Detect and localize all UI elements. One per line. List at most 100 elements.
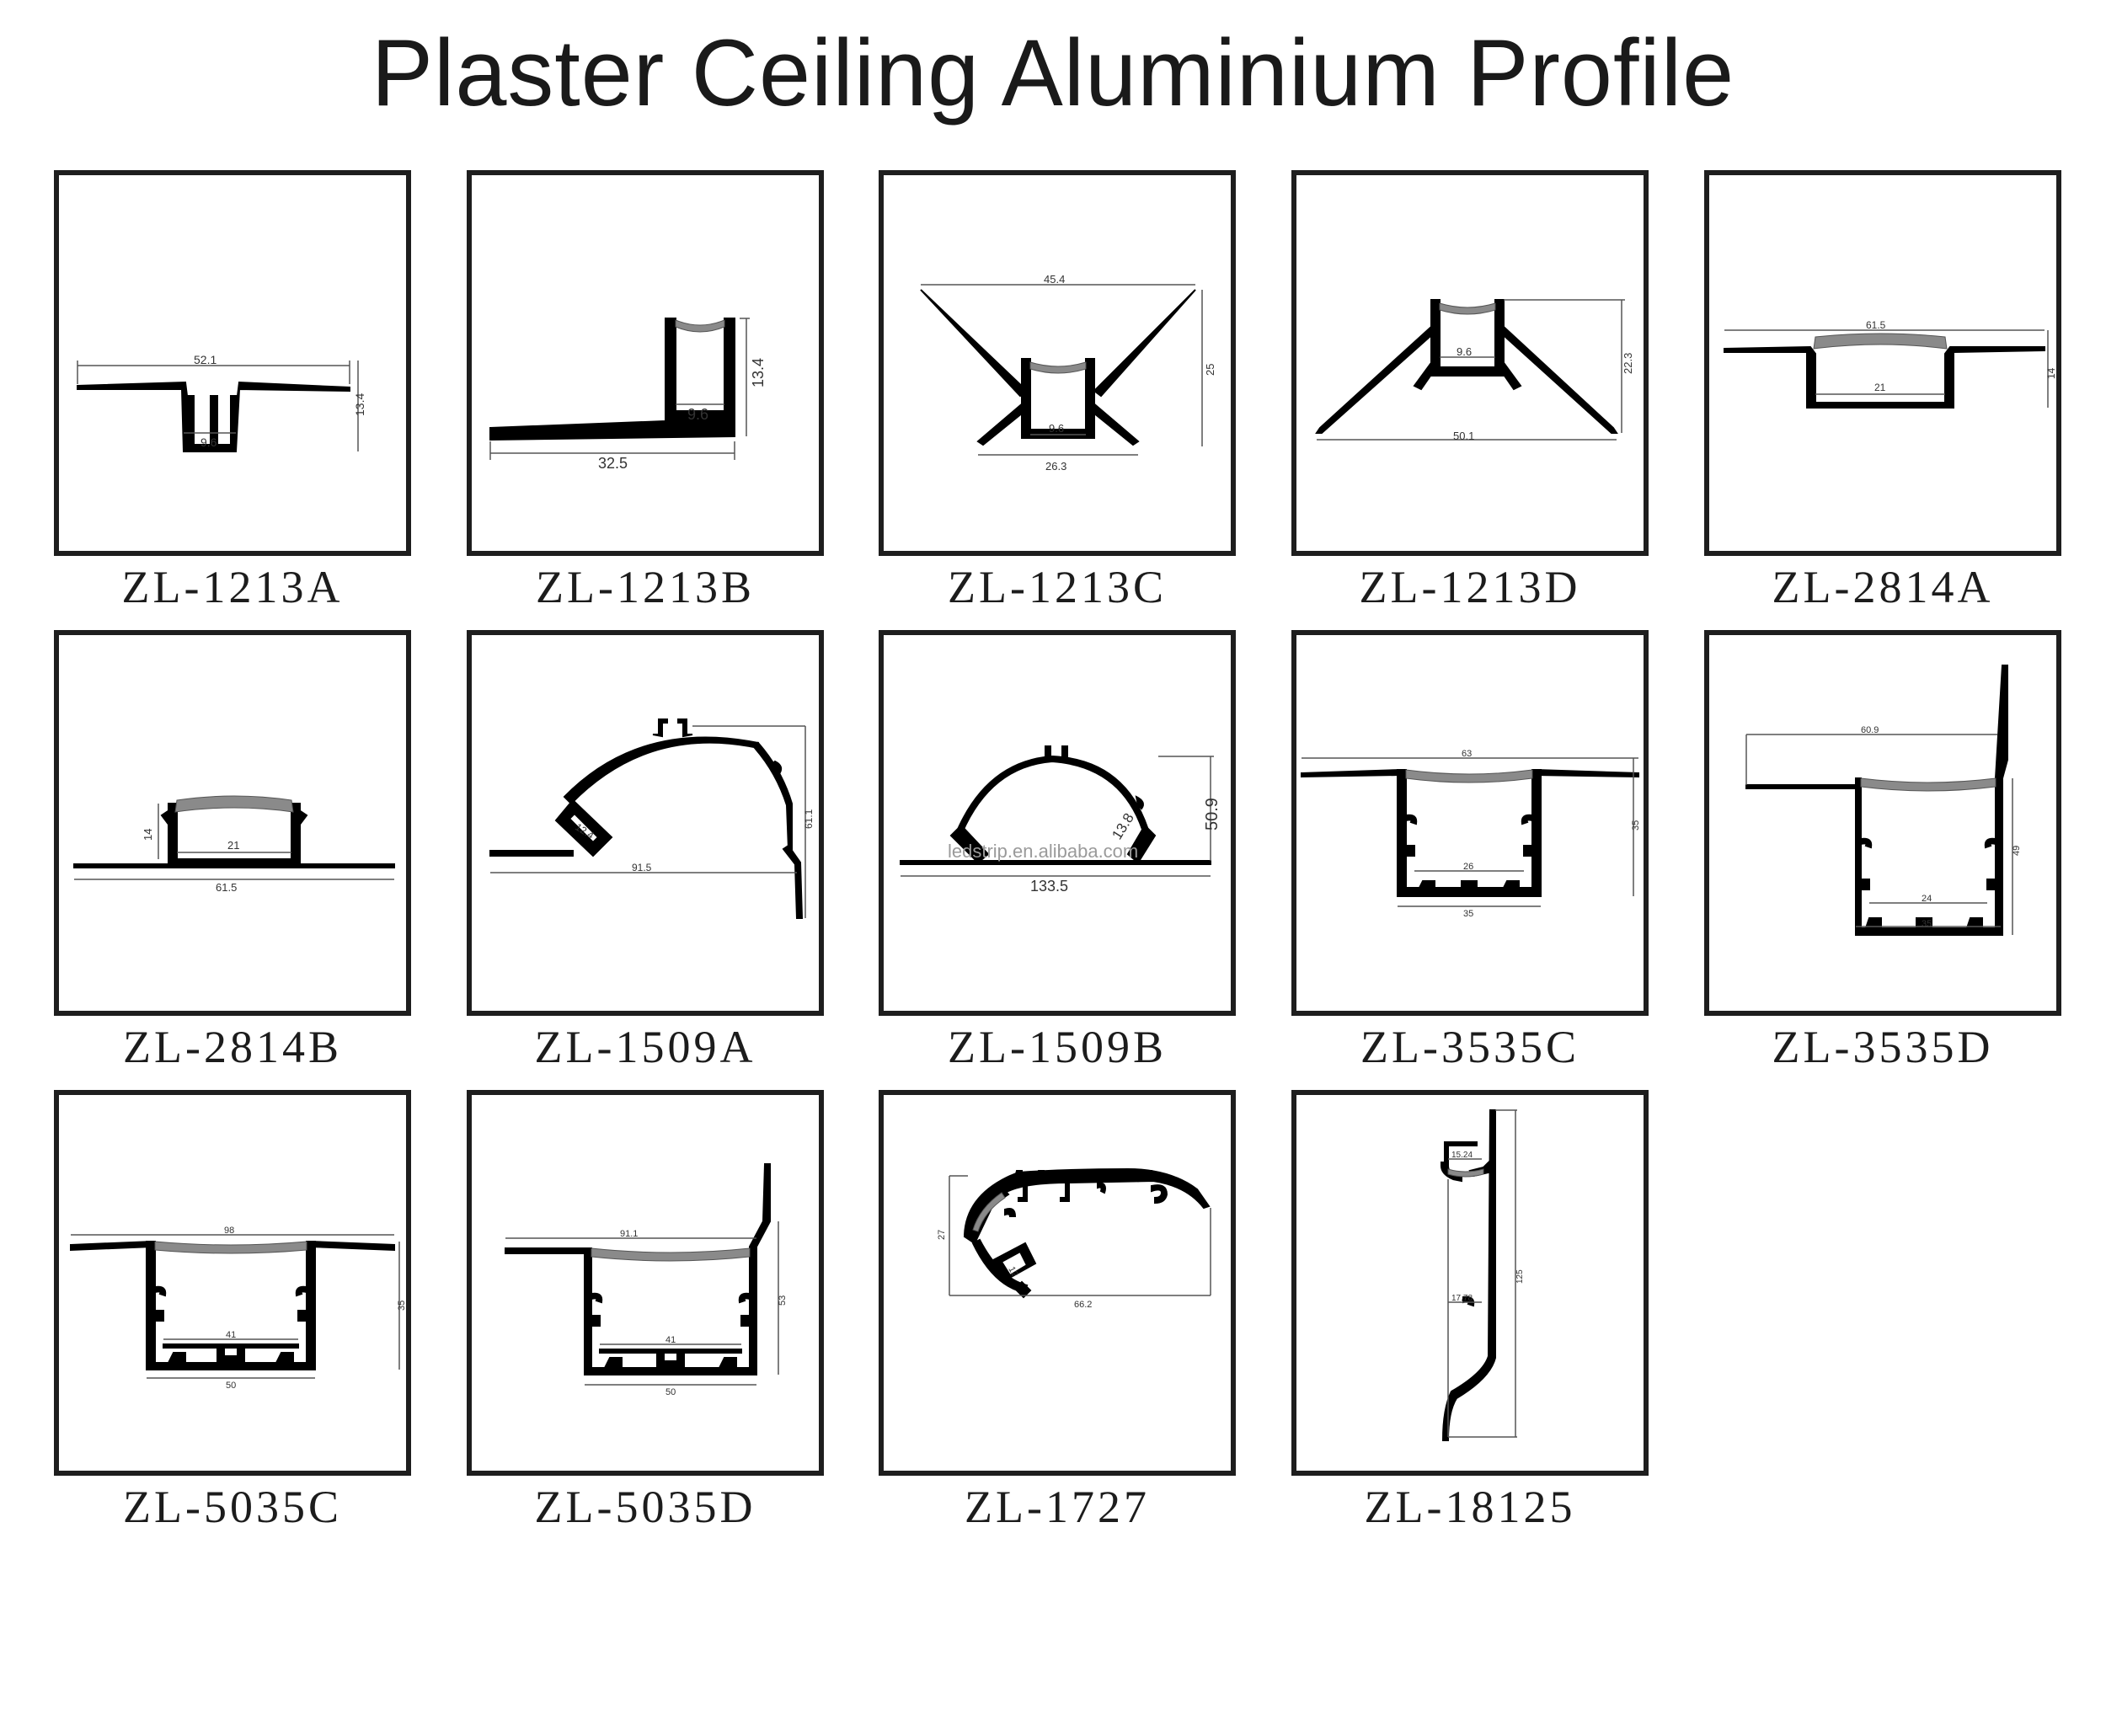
dim-label: 32.5 (598, 455, 628, 472)
dim-label: 12 (1006, 1265, 1019, 1279)
dim-label: 24 (1922, 894, 1932, 904)
profile-card: 22.3 9.6 50.1 ZL-1213D (1291, 170, 1649, 612)
dim-label: 35 (397, 1301, 406, 1311)
profile-model-label: ZL-3535D (1772, 1022, 1994, 1072)
profile-model-label: ZL-3535C (1360, 1022, 1580, 1072)
page-title: Plaster Ceiling Aluminium Profile (371, 20, 1735, 126)
profile-card: 14 21 61.5 ZL-2814B (54, 630, 411, 1072)
dim-label: 41 (226, 1330, 236, 1340)
profile-card: 15.24 125 17.78 ZL-18125 (1291, 1090, 1649, 1532)
dim-label: 53 (778, 1295, 788, 1306)
dim-label: 50.9 (1203, 798, 1221, 831)
profile-card: 91.1 53 41 50 ZL-5035D (467, 1090, 824, 1532)
profile-drawing-frame: 12.4 61.1 91.5 (467, 630, 824, 1016)
dim-label: 66.2 (1074, 1300, 1092, 1310)
profile-model-label: ZL-1727 (965, 1482, 1150, 1532)
profile-drawing: 15.24 125 17.78 (1441, 1109, 1525, 1441)
profile-drawing-frame: 22.3 9.6 50.1 (1291, 170, 1649, 556)
dim-label: 61.5 (216, 881, 237, 894)
dim-label: 35 (1631, 820, 1641, 831)
profile-drawing-frame: 27 12 66.2 (879, 1090, 1236, 1476)
profile-drawing-frame: 13.4 9.6 32.5 (467, 170, 824, 556)
dim-label: 61.5 (1866, 319, 1886, 331)
profile-drawing: 60.9 49 24 35 (1745, 665, 2022, 936)
dim-label: 9.6 (1049, 422, 1064, 435)
watermark: ledstrip.en.alibaba.com (948, 841, 1138, 862)
profile-card: 50.9 13.8 133.5 ledstrip.en.alibaba.com … (879, 630, 1236, 1072)
profile-card: 27 12 66.2 ZL-1727 (879, 1090, 1236, 1532)
dim-label: 22.3 (1622, 353, 1634, 374)
profile-drawing-frame: 60.9 49 24 35 (1704, 630, 2061, 1016)
dim-label: 133.5 (1030, 878, 1068, 895)
profile-model-label: ZL-5035C (123, 1482, 342, 1532)
dim-label: 35 (1922, 919, 1932, 929)
dim-label: 45.4 (1044, 273, 1065, 286)
dim-label: 14 (142, 829, 154, 841)
profile-drawing: 13.4 9.6 32.5 (489, 318, 767, 472)
dim-label: 9.6 (687, 406, 708, 423)
dim-label: 17.78 (1451, 1294, 1473, 1303)
dim-label: 35 (1463, 909, 1473, 919)
profile-drawing-frame: 98 35 41 50 (54, 1090, 411, 1476)
profile-drawing: 22.3 9.6 50.1 (1315, 299, 1634, 442)
dim-label: 125 (1515, 1269, 1525, 1284)
profile-model-label: ZL-2814A (1772, 562, 1994, 612)
profile-drawing-frame: 15.24 125 17.78 (1291, 1090, 1649, 1476)
dim-label: 21 (227, 839, 239, 852)
profile-card: 61.5 14 21 ZL-2814A (1704, 170, 2061, 612)
dim-label: 52.1 (194, 353, 216, 366)
profile-card: 13.4 9.6 32.5 ZL-1213B (467, 170, 824, 612)
dim-label: 50.1 (1453, 430, 1474, 442)
profile-model-label: ZL-1509A (534, 1022, 756, 1072)
dim-label: 98 (224, 1226, 234, 1236)
profile-drawing: 98 35 41 50 (70, 1226, 406, 1391)
dim-label: 91.5 (632, 862, 652, 873)
profile-drawing-frame: 61.5 14 21 (1704, 170, 2061, 556)
profile-drawing-frame: 14 21 61.5 (54, 630, 411, 1016)
profile-model-label: ZL-5035D (534, 1482, 756, 1532)
profile-drawing-frame: 91.1 53 41 50 (467, 1090, 824, 1476)
profile-drawing-frame: 52.1 13.4 9.6 (54, 170, 411, 556)
profile-drawing-frame: 45.4 25 9.6 26.3 (879, 170, 1236, 556)
profile-card: 63 35 26 35 ZL-3535C (1291, 630, 1649, 1072)
dim-label: 60.9 (1861, 725, 1879, 735)
dim-label: 27 (937, 1230, 947, 1240)
dim-label: 41 (665, 1335, 676, 1345)
dim-label: 49 (2012, 846, 2022, 856)
profile-model-label: ZL-1509B (948, 1022, 1167, 1072)
dim-label: 13.4 (353, 393, 366, 416)
dim-label: 91.1 (620, 1229, 638, 1239)
dim-label: 61.1 (803, 809, 815, 829)
profile-drawing: 61.5 14 21 (1724, 319, 2056, 409)
dim-label: 21 (1874, 382, 1886, 393)
profile-model-label: ZL-1213D (1359, 562, 1581, 612)
profile-drawing: 52.1 13.4 9.6 (77, 353, 366, 452)
dim-label: 13.8 (1109, 810, 1137, 842)
dim-label: 26 (1463, 862, 1473, 872)
profile-drawing-frame: 50.9 13.8 133.5 ledstrip.en.alibaba.com (879, 630, 1236, 1016)
profile-drawing-frame: 63 35 26 35 (1291, 630, 1649, 1016)
profile-model-label: ZL-18125 (1364, 1482, 1576, 1532)
profile-drawing: 14 21 61.5 (73, 795, 395, 894)
profile-card: 12.4 61.1 91.5 ZL-1509A (467, 630, 824, 1072)
profile-model-label: ZL-1213A (121, 562, 344, 612)
profile-model-label: ZL-1213B (536, 562, 755, 612)
profile-drawing: 12.4 61.1 91.5 (489, 718, 815, 919)
profile-drawing: 27 12 66.2 (937, 1167, 1211, 1310)
profile-drawing: 45.4 25 9.6 26.3 (920, 273, 1216, 473)
dim-label: 9.6 (1457, 345, 1472, 358)
profile-drawing: 50.9 13.8 133.5 ledstrip.en.alibaba.com (900, 745, 1221, 895)
dim-label: 15.24 (1451, 1151, 1473, 1160)
profile-model-label: ZL-1213C (948, 562, 1167, 612)
profile-drawing: 91.1 53 41 50 (505, 1163, 788, 1397)
dim-label: 13.4 (750, 358, 767, 387)
profile-model-label: ZL-2814B (123, 1022, 342, 1072)
profile-card: 52.1 13.4 9.6 ZL-1213A (54, 170, 411, 612)
dim-label: 14 (2045, 367, 2056, 379)
dim-label: 26.3 (1045, 460, 1066, 473)
profile-card: 45.4 25 9.6 26.3 ZL-1213C (879, 170, 1236, 612)
profile-card: 60.9 49 24 35 ZL-3535D (1704, 630, 2061, 1072)
dim-label: 25 (1204, 364, 1216, 376)
profile-drawing: 63 35 26 35 (1301, 749, 1641, 919)
dim-label: 9.6 (200, 435, 217, 449)
